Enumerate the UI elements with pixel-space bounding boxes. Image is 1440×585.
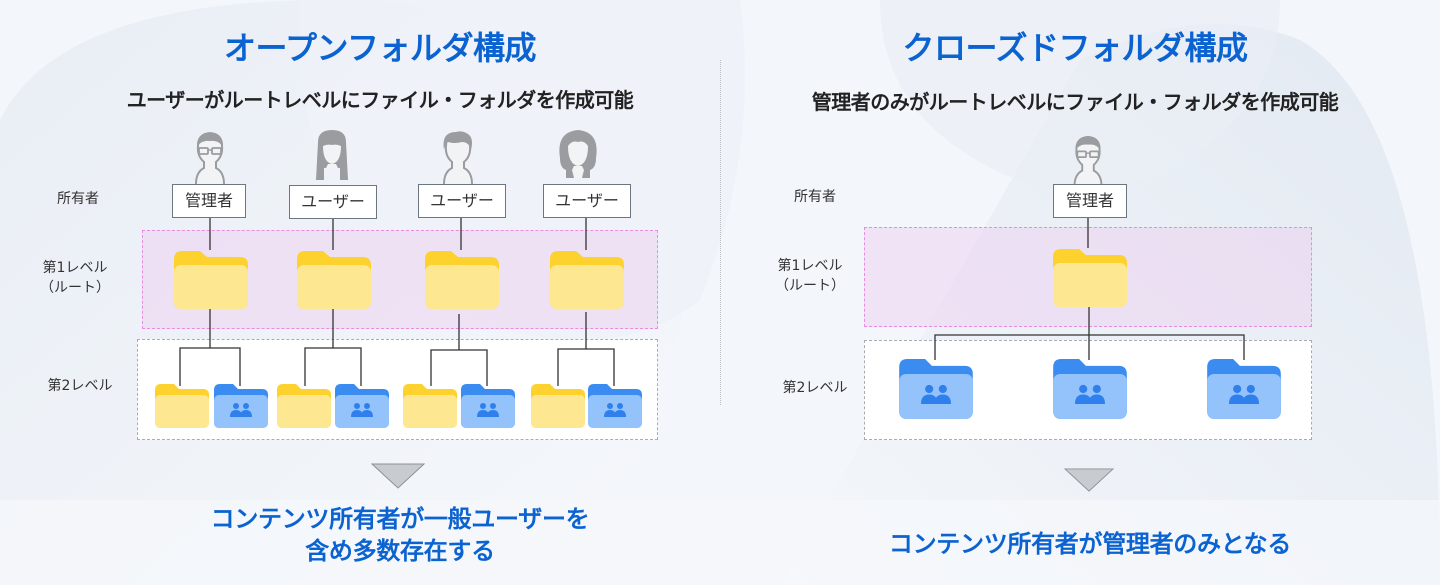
center-divider <box>720 60 721 405</box>
closed-level1-label-line2: （ルート） <box>775 278 845 294</box>
open-level1-label-line1: 第1レベル <box>42 260 108 276</box>
closed-owner-box-1: 管理者 <box>1053 184 1127 218</box>
down-triangle-icon <box>371 463 425 489</box>
shared-folder-icon <box>1053 359 1127 419</box>
open-owner-box-2: ユーザー <box>289 185 377 219</box>
open-level1-label-line2: （ルート） <box>40 280 110 296</box>
closed-level2-label: 第2レベル <box>782 380 848 396</box>
female-bob-avatar-icon <box>559 130 597 178</box>
shared-folder-icon <box>461 384 515 428</box>
folder-icon <box>531 384 585 428</box>
open-subtitle: ユーザーがルートレベルにファイル・フォルダを作成可能 <box>126 88 634 112</box>
folder-icon <box>1053 249 1127 307</box>
shared-folder-icon <box>214 384 268 428</box>
folder-icon <box>155 384 209 428</box>
female-long-hair-avatar-icon <box>316 130 348 180</box>
open-conclusion-line2: 含め多数存在する <box>305 537 495 565</box>
folder-icon <box>174 251 248 309</box>
folder-icon <box>550 251 624 309</box>
male-glasses-avatar-icon <box>1073 135 1103 186</box>
open-conclusion-line1: コンテンツ所有者が一般ユーザーを <box>210 505 590 533</box>
open-level2-label: 第2レベル <box>47 378 113 394</box>
shared-folder-icon <box>335 384 389 428</box>
male-glasses-avatar-icon <box>195 132 225 184</box>
open-level1-label: 第1レベル （ルート） <box>30 258 120 298</box>
male-avatar-icon <box>443 131 473 184</box>
folder-icon <box>425 251 499 309</box>
closed-level1-label-line1: 第1レベル <box>777 258 843 274</box>
folder-icon <box>277 384 331 428</box>
open-owner-label: 所有者 <box>57 191 99 207</box>
open-owner-box-3: ユーザー <box>418 184 506 218</box>
open-owner-box-4: ユーザー <box>543 184 631 218</box>
closed-level1-label: 第1レベル （ルート） <box>765 256 855 296</box>
closed-subtitle: 管理者のみがルートレベルにファイル・フォルダを作成可能 <box>811 90 1339 114</box>
shared-folder-icon <box>1207 359 1281 419</box>
folder-icon <box>403 384 457 428</box>
closed-conclusion: コンテンツ所有者が管理者のみとなる <box>888 530 1292 558</box>
closed-owner-label: 所有者 <box>794 189 836 205</box>
open-owner-box-1: 管理者 <box>172 184 246 218</box>
open-title: オープンフォルダ構成 <box>223 29 537 67</box>
shared-folder-icon <box>588 384 642 428</box>
shared-folder-icon <box>899 359 973 419</box>
folder-icon <box>297 251 371 309</box>
open-conclusion: コンテンツ所有者が一般ユーザーを 含め多数存在する <box>150 503 650 567</box>
closed-title: クローズドフォルダ構成 <box>902 29 1248 67</box>
down-triangle-icon <box>1063 468 1115 492</box>
